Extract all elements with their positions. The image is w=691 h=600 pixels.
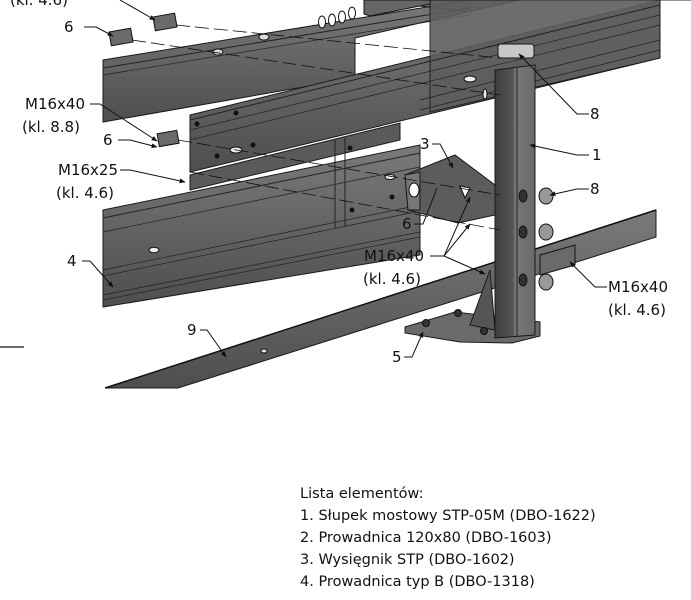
callout-bolt-m16x40-46-class: (kl. 4.6)	[363, 270, 421, 288]
callout-plate-6-top: 6	[64, 18, 74, 36]
callout-item-3: 3	[420, 135, 430, 153]
callout-bolt-m16x40-right: M16x40	[608, 278, 668, 296]
callout-item-4: 4	[67, 252, 77, 270]
callout-bolt-m16x40-right-class: (kl. 4.6)	[608, 301, 666, 319]
parts-list-item: 4. Prowadnica typ B (DBO-1318)	[300, 574, 535, 590]
guide-rail-type-b	[102, 122, 421, 308]
assembly-axis-lines	[131, 24, 501, 231]
post-cap	[497, 43, 535, 59]
callout-bolt-m16x40-88-class: (kl. 8.8)	[22, 118, 80, 136]
parts-list-title: Lista elementów:	[300, 486, 424, 502]
upper-guide-rail	[102, 0, 521, 123]
washer-plate	[108, 27, 134, 47]
washer-plate	[152, 12, 178, 32]
callout-item-5: 5	[392, 348, 402, 366]
callout-item-1: 1	[592, 146, 602, 164]
washer-plate	[156, 129, 180, 148]
callout-top-cut: (kl. 4.6)	[10, 0, 68, 9]
parts-list-item: 1. Słupek mostowy STP-05M (DBO-1622)	[300, 508, 596, 524]
callout-bolt-m16x40-46: M16x40	[364, 247, 424, 265]
callout-bolt-m16x40-88: M16x40	[25, 95, 85, 113]
bracket-stp	[404, 154, 496, 224]
leader-lines	[0, 0, 607, 358]
bridge-post	[494, 64, 536, 339]
parts-list: Lista elementów: 1. Słupek mostowy STP-0…	[300, 483, 596, 593]
slot-hole	[258, 33, 270, 41]
callout-bolt-m16x25: M16x25	[58, 161, 118, 179]
callout-bolt-m16x25-class: (kl. 4.6)	[56, 184, 114, 202]
callout-item-9: 9	[187, 321, 197, 339]
callout-item-8-top: 8	[590, 105, 600, 123]
callout-plate-6-mid: 6	[103, 131, 113, 149]
callout-item-8-mid: 8	[590, 180, 600, 198]
parts-list-item: 2. Prowadnica 120x80 (DBO-1603)	[300, 530, 552, 546]
parts-list-item: 3. Wysięgnik STP (DBO-1602)	[300, 552, 515, 568]
callout-plate-6-bracket: 6	[402, 215, 412, 233]
